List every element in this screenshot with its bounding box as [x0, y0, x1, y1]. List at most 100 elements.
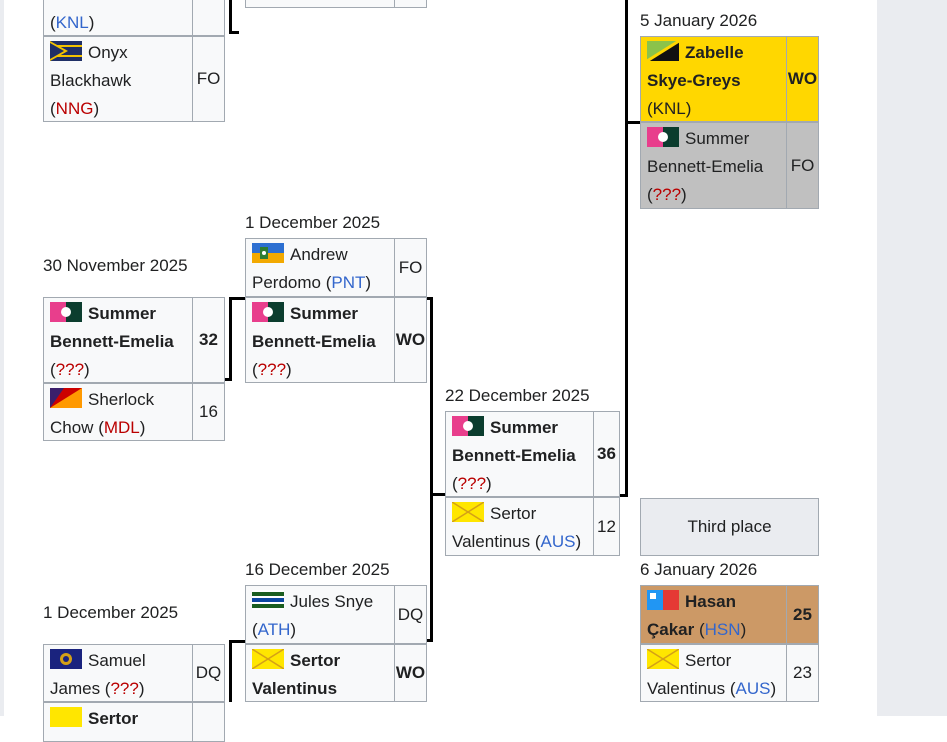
player-name: Chow [50, 418, 94, 437]
player-name: Sertor [88, 709, 139, 728]
team-code-link[interactable]: HSN [704, 620, 741, 639]
bracket-connector [229, 297, 245, 300]
bracket-connector [620, 494, 628, 497]
r2-prev-team-score [394, 0, 427, 8]
player-name: Summer [685, 129, 750, 148]
final-team1-name: Zabelle Skye-Greys (KNL) [640, 36, 787, 122]
flag-icon [252, 243, 284, 263]
third-team1-name: Hasan Çakar (HSN) [640, 585, 787, 644]
final-team1-score: WO [786, 36, 819, 122]
player-name: Valentinus [452, 532, 531, 551]
flag-icon [50, 707, 82, 727]
team-code-link[interactable]: ??? [257, 360, 287, 379]
r2b-team2-score: WO [394, 644, 427, 702]
round1-top-date: 30 November 2025 [43, 256, 188, 275]
bracket-connector [229, 640, 232, 702]
bracket-connector [229, 31, 239, 34]
player-name: James [50, 679, 101, 698]
team-code-link[interactable]: ??? [110, 679, 139, 698]
semi-team2-score: 12 [593, 497, 620, 556]
round2-bottom-date: 16 December 2025 [245, 560, 390, 579]
final-date: 5 January 2026 [640, 11, 758, 30]
player-name: Sertor [490, 504, 537, 523]
player-name: Blackhawk [50, 71, 132, 90]
team-code-link[interactable]: MDL [103, 418, 140, 437]
r2a-team2-name: Summer Bennett-Emelia (???) [245, 297, 395, 383]
player-name: Andrew [290, 245, 348, 264]
team-code-link[interactable]: AUS [540, 532, 576, 551]
flag-icon [252, 590, 284, 610]
player-name: Onyx [88, 43, 128, 62]
r1c-team1-score: DQ [192, 644, 225, 702]
round2-top-date: 1 December 2025 [245, 213, 381, 232]
team-code-link[interactable]: ??? [652, 185, 682, 204]
player-name: Bennett-Emelia [252, 332, 376, 351]
third-place-date: 6 January 2026 [640, 560, 758, 579]
team-code-link[interactable]: ??? [457, 474, 487, 493]
player-name: Çakar [647, 620, 695, 639]
player-name: Sherlock [88, 390, 155, 409]
third-team1-score: 25 [786, 585, 819, 644]
r2a-team2-score: WO [394, 297, 427, 383]
r1b-team1-name: Summer Bennett-Emelia (???) [43, 297, 193, 383]
player-name: Summer [490, 418, 559, 437]
player-name: Hasan [685, 592, 737, 611]
flag-icon [50, 649, 82, 669]
bracket-connector [625, 121, 640, 124]
player-name: Sertor [685, 651, 732, 670]
team-code-link[interactable]: NNG [55, 99, 94, 118]
third-team2-name: Sertor Valentinus (AUS) [640, 644, 787, 702]
r1b-team2-score: 16 [192, 383, 225, 441]
player-name: Perdomo [252, 273, 321, 292]
bracket-connector [229, 297, 232, 381]
flag-icon [252, 649, 284, 669]
r1b-team2-name: Sherlock Chow (MDL) [43, 383, 193, 441]
flag-icon [647, 127, 679, 147]
player-name: Samuel [88, 651, 146, 670]
bracket-connector [430, 493, 445, 496]
flag-icon [50, 41, 82, 61]
flag-icon [452, 502, 484, 522]
flag-icon [50, 302, 82, 322]
r1a-team2-score: FO [192, 36, 225, 122]
player-name: Sertor [290, 651, 341, 670]
final-team2-score: FO [786, 122, 819, 209]
bracket-connector [427, 639, 433, 642]
player-name: Bennett-Emelia [647, 157, 764, 176]
third-place-header: Third place [640, 498, 819, 556]
player-name: Jules Snye [290, 592, 374, 611]
r2b-team1-name: Jules Snye (ATH) [245, 585, 395, 644]
team-code-link[interactable]: KNL [55, 13, 89, 32]
flag-icon [452, 416, 484, 436]
r1c-team2-score [192, 702, 225, 742]
semifinal-date: 22 December 2025 [445, 386, 590, 405]
player-name: Skye-Greys [647, 71, 741, 90]
flag-icon [50, 388, 82, 408]
team-code-link[interactable]: ??? [55, 360, 85, 379]
flag-icon [647, 590, 679, 610]
r2b-team2-name: Sertor Valentinus (AUS) [245, 644, 395, 702]
player-name: Valentinus [647, 679, 726, 698]
final-team2-name: Summer Bennett-Emelia (???) [640, 122, 787, 209]
semi-team2-name: Sertor Valentinus (AUS) [445, 497, 594, 556]
third-team2-score: 23 [786, 644, 819, 702]
r2a-team1-name: Andrew Perdomo (PNT) [245, 238, 395, 297]
team-code-link[interactable]: AUS [735, 679, 771, 698]
bracket-connector [225, 378, 232, 381]
bracket-connector [430, 297, 433, 642]
player-name: Summer [290, 304, 359, 323]
flag-icon [252, 302, 284, 322]
r1c-team1-name: Samuel James (???) [43, 644, 193, 702]
flag-icon [647, 649, 679, 669]
team-code-link[interactable]: PNT [331, 273, 366, 292]
team-code-link[interactable]: KNL [652, 99, 686, 118]
team-code-link[interactable]: ATH [257, 620, 291, 639]
r1a-team2-name: Onyx Blackhawk (NNG) [43, 36, 193, 122]
r1a-team1-score [192, 0, 225, 36]
semi-team1-name: Summer Bennett-Emelia (???) [445, 411, 594, 497]
r1c-team2-name: Sertor [43, 702, 193, 742]
semi-team1-score: 36 [593, 411, 620, 497]
player-name: Bennett-Emelia [50, 332, 174, 351]
r2-prev-team-name [245, 0, 395, 8]
round1-bottom-date: 1 December 2025 [43, 603, 179, 622]
